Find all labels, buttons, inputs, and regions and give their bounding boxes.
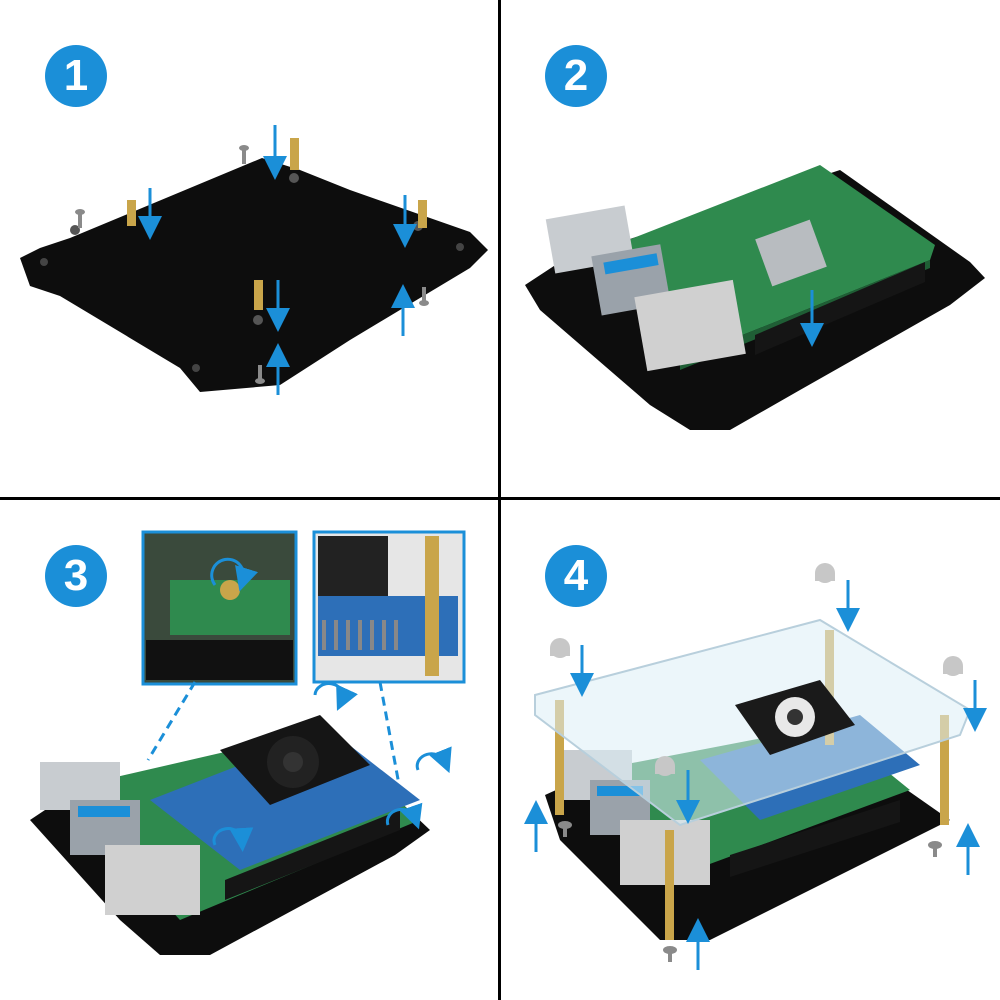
step-3-panel: 3: [0, 500, 500, 1000]
gpio-header: [730, 800, 900, 877]
mount-hole: [253, 315, 263, 325]
rotate-arrow-icon: [212, 682, 452, 852]
screw-icon: [558, 821, 942, 962]
step-1-badge: 1: [45, 45, 107, 107]
step-4-badge: 4: [545, 545, 607, 607]
standoff-icon: [127, 138, 427, 310]
callout-line: [378, 681, 402, 791]
ethernet-port: [634, 279, 746, 372]
step-4-illustration: [524, 563, 987, 970]
step-2-panel: 2: [500, 0, 1000, 500]
mount-hole: [289, 173, 299, 183]
horizontal-divider: [0, 497, 1000, 500]
detail-inset-left: [141, 530, 298, 686]
screw-icon: [75, 145, 429, 384]
detail-inset-right: [312, 530, 466, 684]
gpio-header: [225, 810, 400, 900]
step-4-panel: 4: [500, 500, 1000, 1000]
step-3-illustration: [30, 530, 466, 955]
step-2-illustration: [525, 165, 985, 430]
callout-line: [146, 681, 197, 761]
step-1-illustration: [20, 125, 488, 395]
step-1-panel: 1: [0, 0, 500, 500]
step-3-badge: 3: [45, 545, 107, 607]
ethernet-port: [105, 845, 200, 915]
arrow-icon: [138, 125, 417, 395]
step-2-badge: 2: [545, 45, 607, 107]
vertical-divider: [498, 0, 501, 1000]
base-plate: [20, 158, 488, 392]
gpio-header: [755, 262, 925, 355]
cap-nut-icon: [550, 563, 963, 776]
soc-chip: [755, 219, 827, 287]
mount-hole: [70, 225, 80, 235]
arrow-icon: [524, 580, 987, 970]
